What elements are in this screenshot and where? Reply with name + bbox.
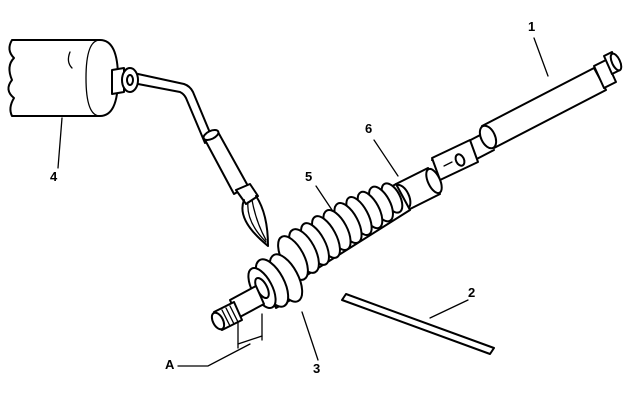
callout-5: 5 <box>305 169 313 184</box>
callout-6: 6 <box>365 121 373 136</box>
callout-4: 4 <box>50 169 58 184</box>
flange-collar <box>247 253 304 309</box>
callout-2: 2 <box>468 285 476 300</box>
tube-shaft <box>431 51 623 181</box>
shaft-end <box>210 285 265 331</box>
callout-a: A <box>165 357 175 372</box>
callout-1: 1 <box>528 19 536 34</box>
torch-flame <box>235 183 269 247</box>
worm-thread <box>277 182 411 283</box>
torch-valve <box>111 67 139 95</box>
gas-cylinder <box>7 39 119 117</box>
callout-3: 3 <box>313 361 321 376</box>
leader-lines <box>57 37 549 361</box>
torch-tube <box>137 73 214 144</box>
torch-handle <box>202 129 249 195</box>
dimension-a-marker <box>177 313 263 367</box>
rod <box>341 293 495 355</box>
